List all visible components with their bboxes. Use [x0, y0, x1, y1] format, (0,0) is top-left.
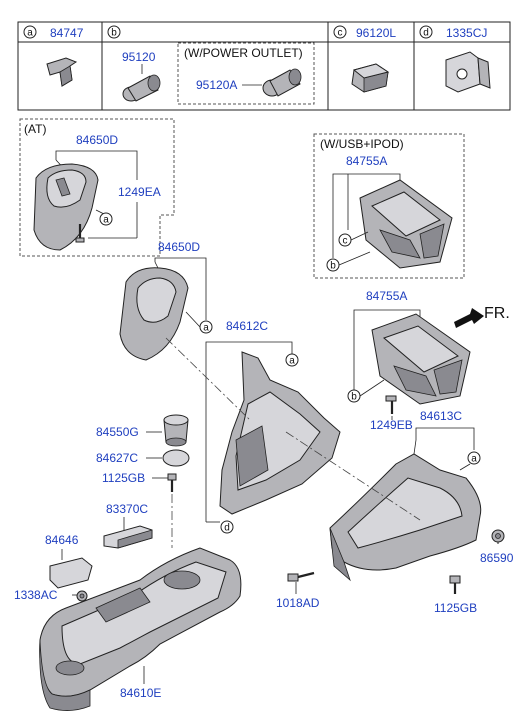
shift-boot-at-icon [33, 163, 99, 251]
console-bracket-84755A: 84755A b FR. 1249EB [347, 289, 510, 432]
small-parts-left: 84550G 84627C 1125GB [96, 337, 251, 548]
part-95120-label: 95120 [122, 50, 156, 64]
callout-a-right-panel [467, 451, 481, 465]
part-84646-label: 84646 [45, 533, 79, 547]
part-84650D-label: 84650D [158, 240, 200, 254]
svg-text:b: b [330, 261, 336, 272]
small-parts-lower-left: 83370C 84646 1338AC [14, 502, 153, 602]
part-83370C-label: 83370C [106, 502, 148, 516]
part-84747-label: 84747 [50, 26, 84, 40]
svg-text:c: c [343, 236, 348, 247]
part-1125GB-left-label: 1125GB [102, 471, 145, 485]
fr-arrow-icon [454, 308, 484, 328]
callout-b-header [107, 25, 121, 39]
part-1249EB-label: 1249EB [370, 418, 413, 432]
part-84627C-label: 84627C [96, 451, 138, 465]
shift-boot-84650D: 84650D a [119, 240, 213, 361]
svg-text:a: a [27, 28, 33, 39]
callout-d-header [419, 25, 433, 39]
side-panel-84612C: 84612C a d [205, 319, 341, 534]
svg-text:d: d [423, 28, 429, 39]
part-84612C-label: 84612C [226, 319, 268, 333]
pad-84646-icon [49, 557, 93, 589]
mat-84627C-icon [162, 449, 190, 467]
cover-83370C-icon [103, 525, 153, 549]
svg-text:c: c [338, 28, 343, 39]
svg-text:a: a [203, 323, 209, 334]
usb-title: (W/USB+IPOD) [320, 137, 404, 151]
header-table: a 84747 b 95120 (W/POWER OUTLET) 95120A … [17, 21, 511, 111]
svg-text:a: a [471, 454, 477, 465]
part-96120L-label: 96120L [356, 26, 396, 40]
part-84550G-label: 84550G [96, 425, 139, 439]
console-bracket-usb-icon [359, 179, 453, 269]
part-84613C-label: 84613C [420, 409, 462, 423]
main-console-84610E: 84610E [39, 547, 242, 711]
side-panel-84613C: 84613C a [285, 409, 482, 582]
part-1338AC-label: 1338AC [14, 588, 58, 602]
callout-a-at [99, 212, 113, 226]
svg-text:b: b [111, 28, 117, 39]
part-1125GB-right-label: 1125GB [434, 601, 477, 615]
svg-text:b: b [351, 392, 357, 403]
jack-96120L-icon [351, 63, 390, 93]
screw-1249EB-icon [385, 395, 397, 414]
part-1335CJ-label: 1335CJ [446, 26, 487, 40]
part-84755A-usb-label: 84755A [346, 154, 387, 168]
fasteners-right: 86590 1018AD 1125GB [276, 529, 514, 615]
svg-text:a: a [289, 356, 295, 367]
at-detail-box: (AT) 84650D 1249EA a [19, 118, 175, 257]
clip-84747-icon [46, 57, 78, 87]
callout-a-panel [285, 353, 299, 367]
socket-95120-icon [122, 74, 161, 102]
power-outlet-label: (W/POWER OUTLET) [184, 46, 303, 60]
screw-1249EA-icon [75, 224, 85, 243]
front-direction-label: FR. [484, 305, 510, 322]
part-84610E-label: 84610E [120, 686, 161, 700]
callout-c-header [333, 25, 347, 39]
callout-d-panel [220, 520, 234, 534]
part-95120A-label: 95120A [196, 78, 237, 92]
nut-1338AC-icon [76, 590, 88, 602]
grommet-86590-icon [491, 529, 505, 544]
svg-text:d: d [224, 523, 230, 534]
cup-84550G-icon [163, 414, 189, 447]
at-title: (AT) [24, 122, 46, 136]
screw-1018AD-icon [287, 571, 315, 582]
outlet-95120A-icon [262, 68, 302, 97]
part-1249EA-label: 1249EA [118, 185, 161, 199]
bolt-1125GB-left-icon [167, 473, 177, 492]
svg-text:a: a [103, 215, 109, 226]
part-84650D-at-label: 84650D [76, 133, 118, 147]
bracket-1335CJ-icon [445, 51, 491, 93]
part-1018AD-label: 1018AD [276, 596, 320, 610]
callout-a-header [23, 25, 37, 39]
part-84755A-label: 84755A [366, 289, 407, 303]
bolt-1125GB-right-icon [449, 575, 461, 594]
part-86590-label: 86590 [480, 551, 514, 565]
usb-detail-box: (W/USB+IPOD) 84755A c b [313, 133, 465, 279]
